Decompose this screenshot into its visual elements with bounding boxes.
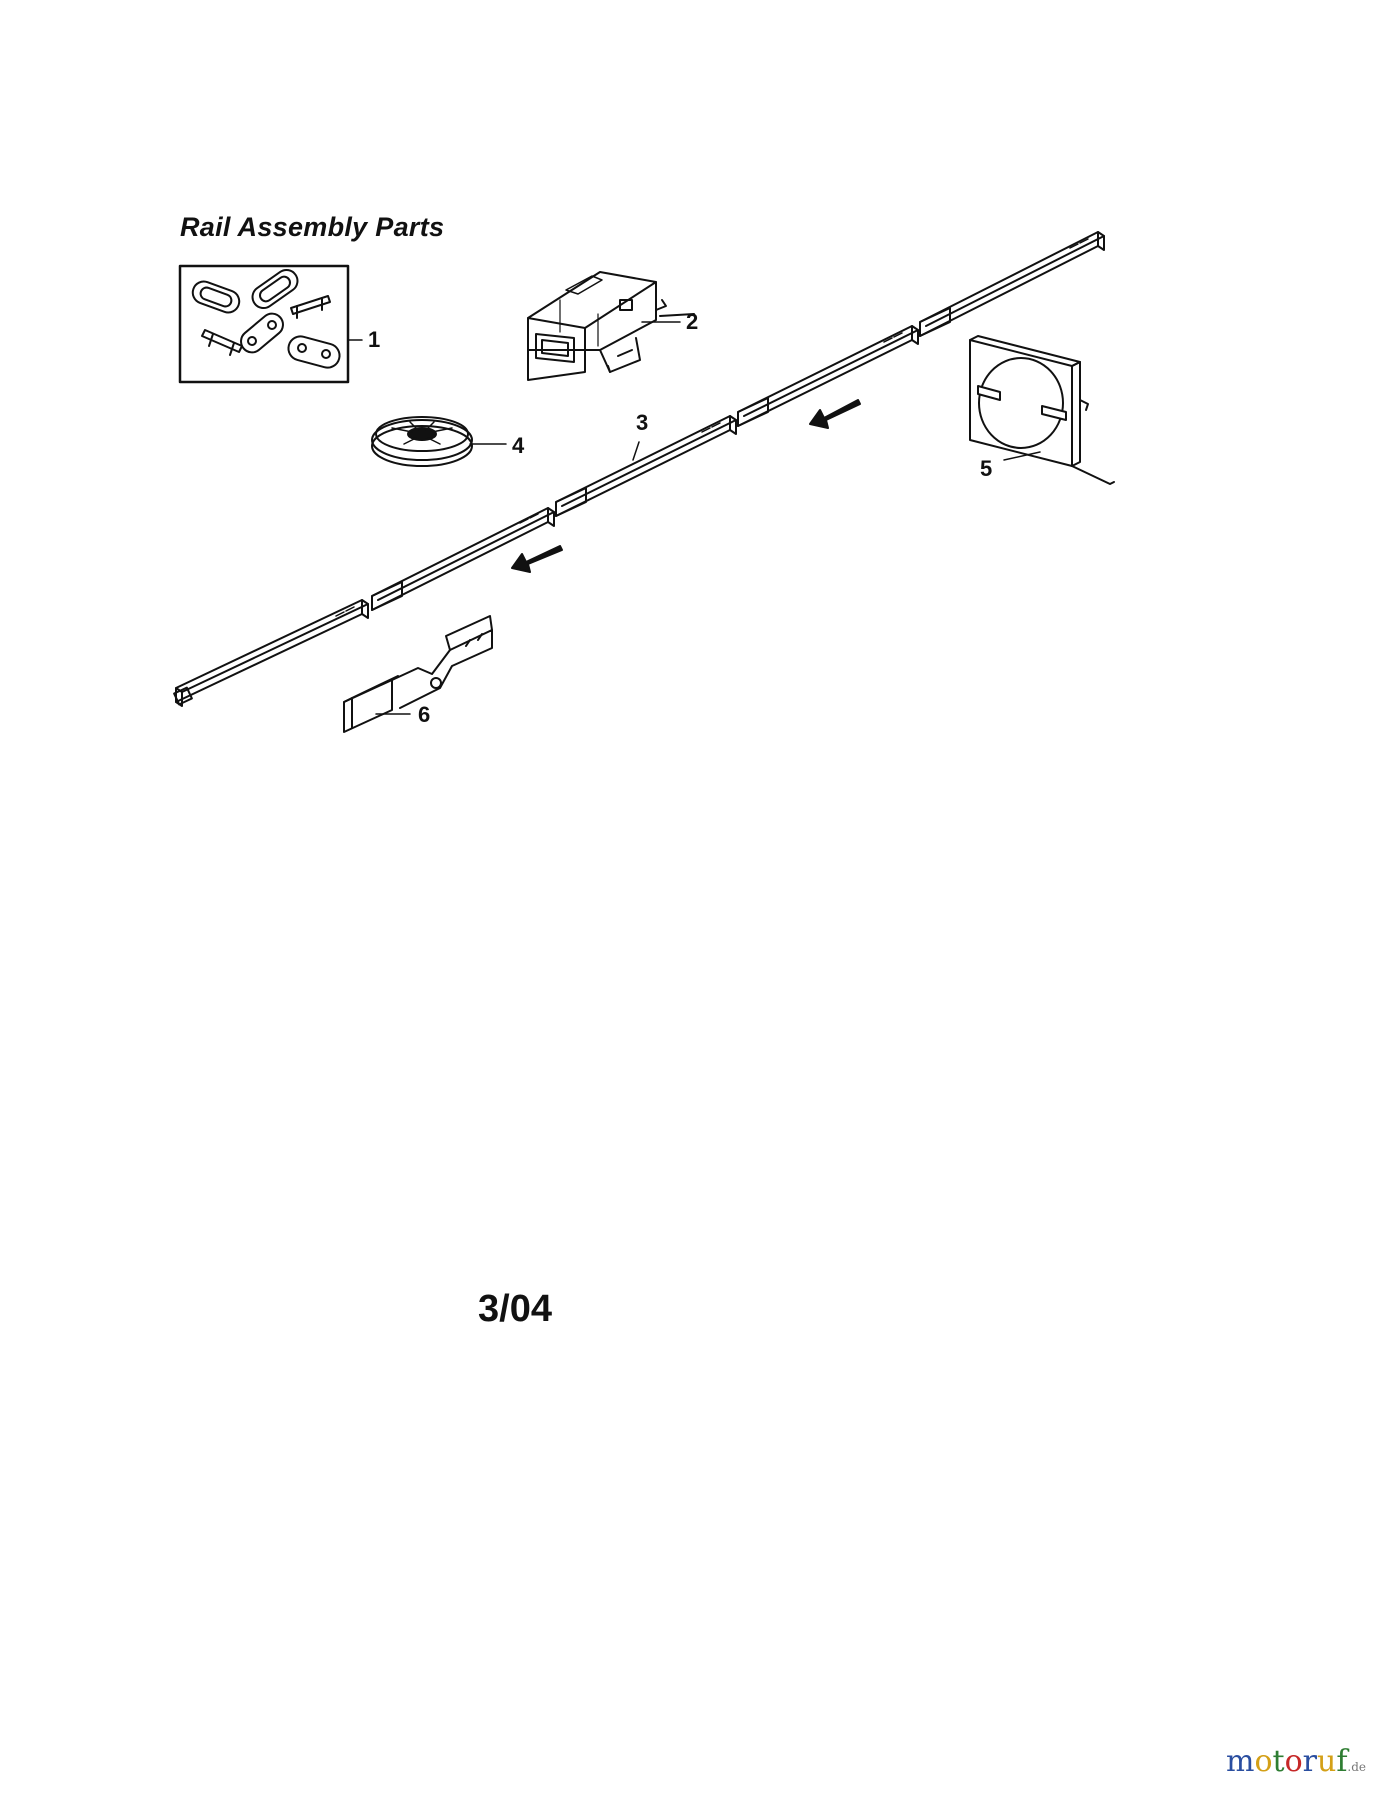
callout-3: 3	[636, 410, 649, 435]
callout-5: 5	[980, 456, 993, 481]
watermark-suffix: .de	[1347, 1760, 1367, 1774]
part-5-manual-packet	[969, 335, 1115, 485]
part-3-rail-sections	[173, 231, 1105, 707]
watermark-logo: motoruf.de	[1226, 1744, 1366, 1779]
assembly-direction-arrows	[511, 399, 861, 573]
watermark-letter: t	[1272, 1744, 1285, 1779]
watermark-letter: m	[1226, 1744, 1255, 1779]
watermark-letter: o	[1284, 1744, 1303, 1779]
watermark-letter: r	[1302, 1744, 1317, 1779]
callout-1: 1	[368, 327, 381, 352]
watermark-letter: o	[1254, 1744, 1273, 1779]
callout-4: 4	[512, 433, 525, 458]
part-4-pulley	[371, 416, 473, 467]
watermark-letter: f	[1336, 1744, 1348, 1779]
callout-2: 2	[686, 309, 699, 334]
callout-6: 6	[418, 702, 431, 727]
watermark-letter: u	[1316, 1744, 1337, 1779]
part-2-trolley	[527, 271, 695, 381]
diagram-title: Rail Assembly Parts	[180, 212, 445, 242]
callout-leader-lines	[347, 321, 1041, 715]
watermark-text: motoruf	[1226, 1744, 1347, 1779]
part-6-bracket	[343, 615, 493, 733]
part-1-chain-link-kit	[178, 264, 350, 384]
date-code: 3/04	[478, 1288, 552, 1330]
